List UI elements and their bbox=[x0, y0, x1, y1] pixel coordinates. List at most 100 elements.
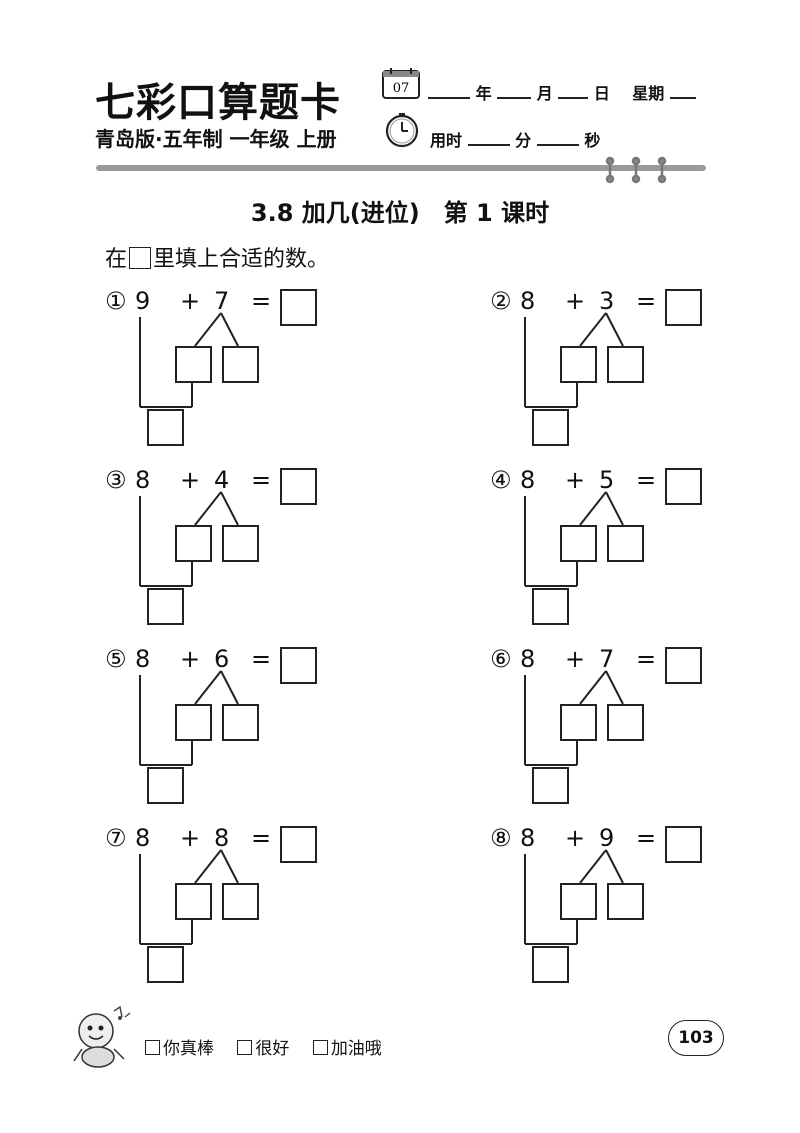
split-box-left[interactable] bbox=[175, 883, 212, 920]
decomposition-lines bbox=[524, 491, 624, 587]
second-addend: 9 bbox=[599, 824, 615, 852]
split-box-right[interactable] bbox=[222, 704, 259, 741]
equals-sign: = bbox=[636, 824, 657, 852]
sum-ten-box[interactable] bbox=[147, 409, 184, 446]
rating-option-keep-trying[interactable]: 加油哦 bbox=[312, 1034, 382, 1059]
problem-number: ④ bbox=[490, 466, 512, 494]
sum-ten-box[interactable] bbox=[147, 588, 184, 625]
self-rating: 你真棒 很好 加油哦 bbox=[145, 1034, 400, 1059]
first-addend: 8 bbox=[520, 466, 536, 494]
equals-sign: = bbox=[636, 645, 657, 673]
rating-option-good[interactable]: 很好 bbox=[237, 1034, 289, 1059]
rating-option-great[interactable]: 你真棒 bbox=[145, 1034, 214, 1059]
month-label: 月 bbox=[536, 84, 553, 103]
decomposition-lines bbox=[524, 670, 624, 766]
problem-number: ③ bbox=[105, 466, 127, 494]
binder-rings-icon bbox=[605, 156, 667, 184]
checkbox-icon[interactable] bbox=[237, 1040, 253, 1055]
answer-box[interactable] bbox=[280, 289, 317, 326]
second-addend: 6 bbox=[214, 645, 230, 673]
header-divider bbox=[96, 165, 706, 171]
problem-number: ① bbox=[105, 287, 127, 315]
split-box-left[interactable] bbox=[560, 346, 597, 383]
split-box-right[interactable] bbox=[607, 346, 644, 383]
split-box-right[interactable] bbox=[222, 525, 259, 562]
second-addend: 4 bbox=[214, 466, 230, 494]
sum-ten-box[interactable] bbox=[532, 946, 569, 983]
first-addend: 8 bbox=[135, 645, 151, 673]
split-box-right[interactable] bbox=[607, 525, 644, 562]
decomposition-lines bbox=[139, 312, 239, 408]
answer-box[interactable] bbox=[665, 289, 702, 326]
problem-number: ② bbox=[490, 287, 512, 315]
instruction-box-icon bbox=[129, 247, 152, 269]
split-box-left[interactable] bbox=[175, 704, 212, 741]
calendar-day: 07 bbox=[393, 81, 410, 96]
equals-sign: = bbox=[636, 466, 657, 494]
second-addend: 5 bbox=[599, 466, 615, 494]
plus-sign: + bbox=[180, 466, 201, 494]
problem-number: ⑤ bbox=[105, 645, 127, 673]
answer-box[interactable] bbox=[280, 647, 317, 684]
sum-ten-box[interactable] bbox=[147, 767, 184, 804]
time-fields[interactable]: 用时 分 秒 bbox=[430, 127, 600, 151]
sum-ten-box[interactable] bbox=[147, 946, 184, 983]
mascot-icon bbox=[73, 1005, 131, 1068]
second-label: 秒 bbox=[584, 131, 601, 150]
split-box-left[interactable] bbox=[175, 346, 212, 383]
decomposition-lines bbox=[524, 312, 624, 408]
equals-sign: = bbox=[251, 466, 272, 494]
problem-number: ⑧ bbox=[490, 824, 512, 852]
answer-box[interactable] bbox=[665, 468, 702, 505]
checkbox-icon[interactable] bbox=[145, 1040, 160, 1055]
split-box-right[interactable] bbox=[607, 883, 644, 920]
problem-number: ⑥ bbox=[490, 645, 512, 673]
answer-box[interactable] bbox=[280, 468, 317, 505]
split-box-left[interactable] bbox=[560, 704, 597, 741]
problem-number: ⑦ bbox=[105, 824, 127, 852]
lesson-title: 3.8 加几(进位) 第 1 课时 bbox=[250, 199, 550, 227]
checkbox-icon[interactable] bbox=[312, 1040, 328, 1055]
time-prefix: 用时 bbox=[430, 131, 463, 150]
split-box-right[interactable] bbox=[222, 346, 259, 383]
day-label: 日 bbox=[593, 84, 610, 103]
split-box-left[interactable] bbox=[560, 525, 597, 562]
split-box-left[interactable] bbox=[560, 883, 597, 920]
second-addend: 7 bbox=[599, 645, 615, 673]
plus-sign: + bbox=[180, 287, 201, 315]
first-addend: 9 bbox=[135, 287, 151, 315]
sum-ten-box[interactable] bbox=[532, 767, 569, 804]
second-addend: 7 bbox=[214, 287, 230, 315]
date-fields[interactable]: 年 月 日 星期 bbox=[428, 80, 696, 104]
first-addend: 8 bbox=[520, 824, 536, 852]
instruction: 在里填上合适的数。 bbox=[105, 247, 330, 272]
split-box-right[interactable] bbox=[222, 883, 259, 920]
calendar-icon: 07 bbox=[382, 68, 420, 99]
answer-box[interactable] bbox=[665, 826, 702, 863]
first-addend: 8 bbox=[135, 466, 151, 494]
clock-icon bbox=[385, 113, 419, 148]
plus-sign: + bbox=[565, 287, 586, 315]
sum-ten-box[interactable] bbox=[532, 409, 569, 446]
plus-sign: + bbox=[565, 466, 586, 494]
sum-ten-box[interactable] bbox=[532, 588, 569, 625]
page-number: 103 bbox=[668, 1020, 724, 1056]
second-addend: 3 bbox=[599, 287, 615, 315]
first-addend: 8 bbox=[520, 287, 536, 315]
split-box-left[interactable] bbox=[175, 525, 212, 562]
split-box-right[interactable] bbox=[607, 704, 644, 741]
answer-box[interactable] bbox=[280, 826, 317, 863]
brand-title: 七彩口算题卡 bbox=[95, 79, 341, 126]
decomposition-lines bbox=[139, 670, 239, 766]
decomposition-lines bbox=[139, 849, 239, 945]
equals-sign: = bbox=[251, 645, 272, 673]
weekday-label: 星期 bbox=[632, 84, 665, 103]
equals-sign: = bbox=[251, 287, 272, 315]
answer-box[interactable] bbox=[665, 647, 702, 684]
plus-sign: + bbox=[180, 645, 201, 673]
